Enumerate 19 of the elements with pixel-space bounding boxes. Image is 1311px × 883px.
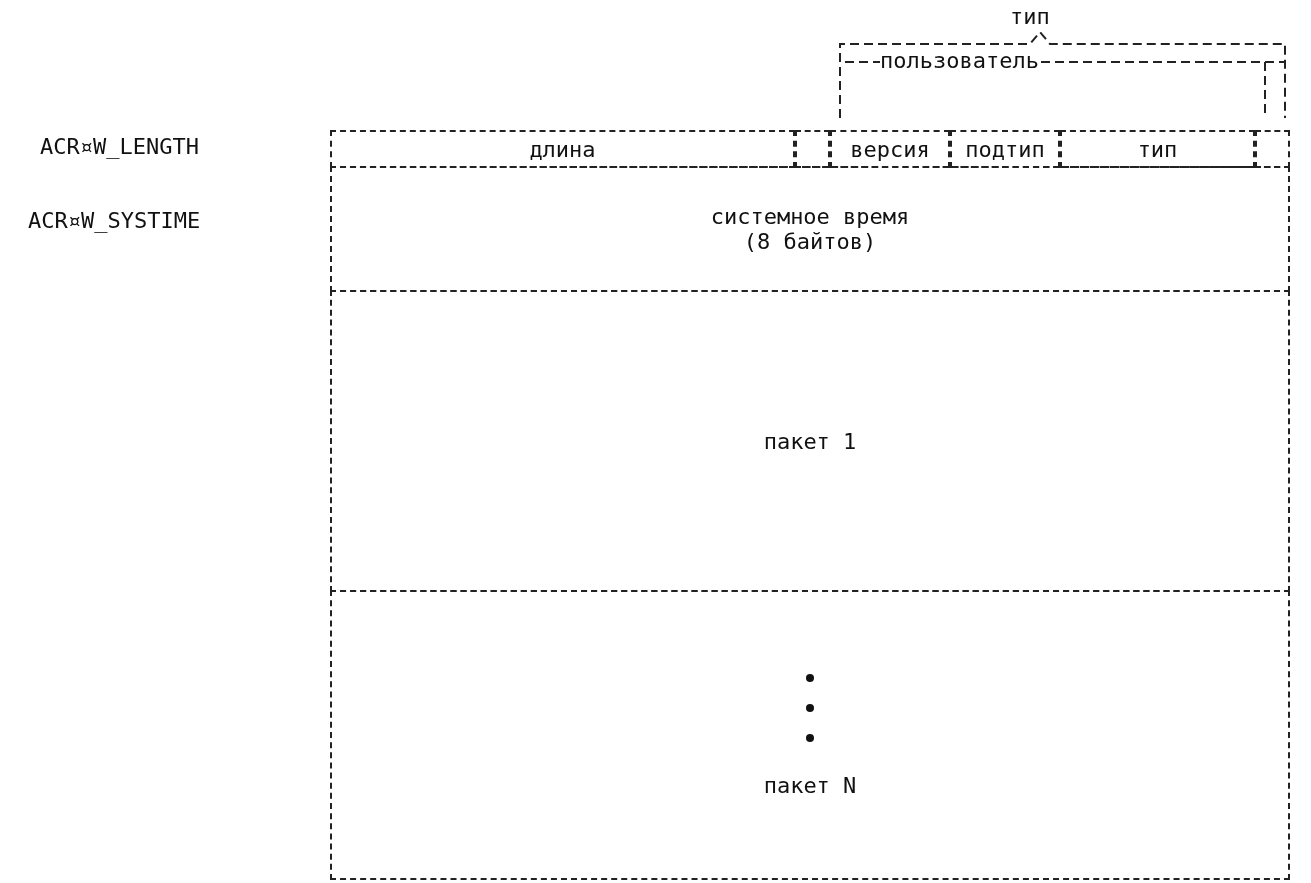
type-label: тип: [1010, 4, 1050, 29]
field-cell: [330, 290, 1290, 592]
field-cell: [330, 130, 795, 168]
field-name: версия: [850, 136, 930, 162]
field-name: системное время (8 байтов): [709, 204, 911, 254]
field-name: пакет 1: [763, 428, 857, 454]
field-name: длина: [529, 136, 596, 162]
field-cell: [1060, 130, 1255, 168]
field-cell: [950, 130, 1060, 168]
field-name: пакет N: [763, 772, 857, 798]
register-name: ACR¤W_LENGTH: [40, 134, 199, 159]
empty-cell: [1255, 130, 1290, 168]
field-cell: [330, 166, 1290, 292]
field-cell: [830, 130, 950, 168]
register-name: ACR¤W_SYSTIME: [28, 208, 201, 233]
field-cell: [330, 590, 1290, 880]
field-name: подтип: [965, 136, 1045, 162]
empty-cell: [795, 130, 830, 168]
field-name: тип: [1137, 136, 1178, 162]
